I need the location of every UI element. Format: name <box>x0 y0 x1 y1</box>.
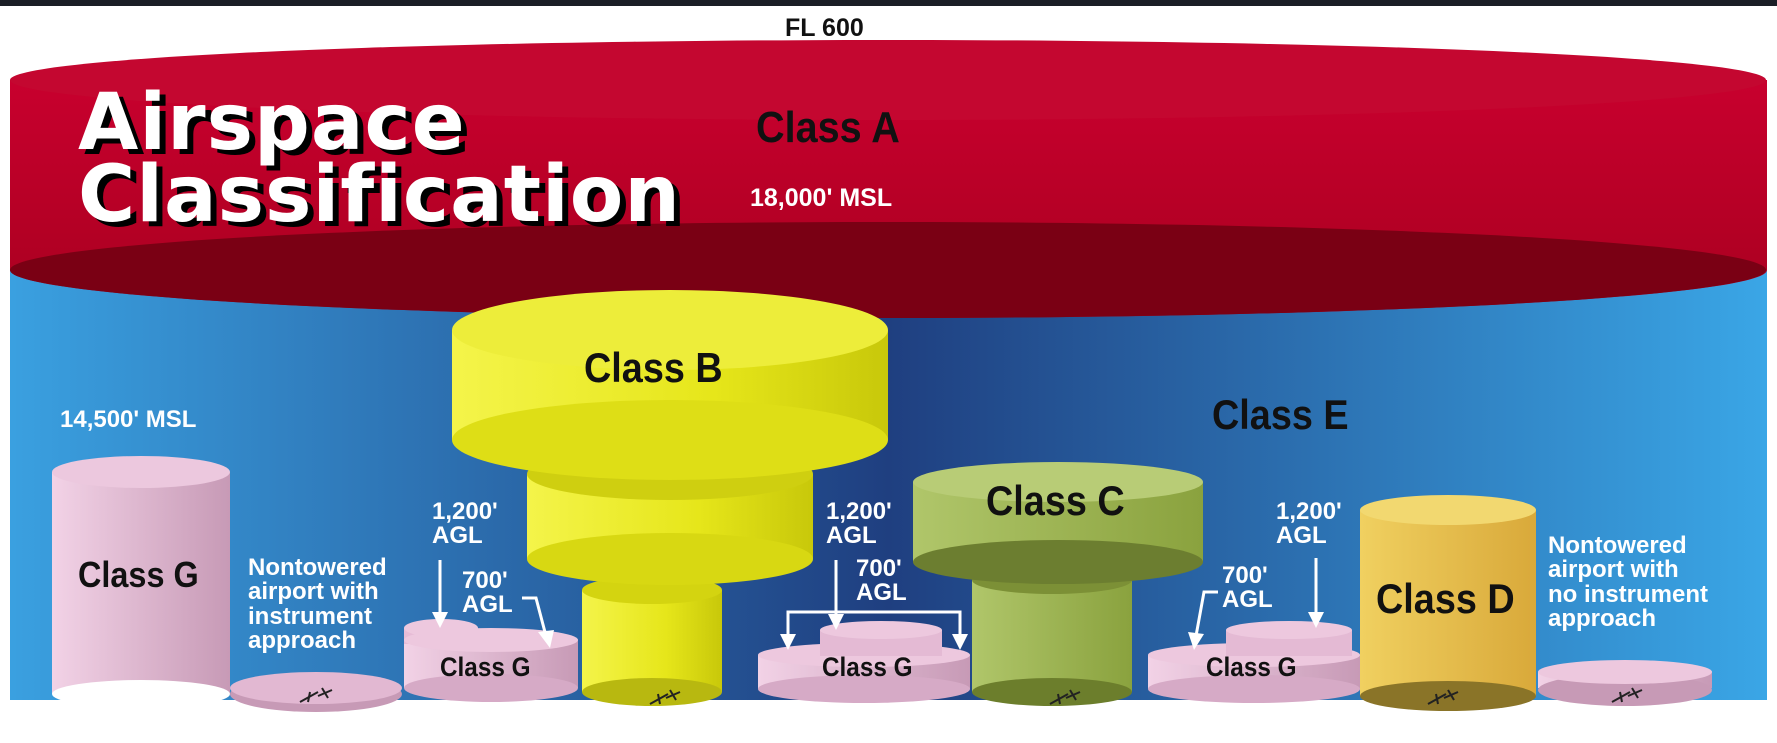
runway-icon <box>1049 689 1081 705</box>
class-b-label: Class B <box>584 344 723 391</box>
nontowered-with-approach-label: Nontowered airport with instrument appro… <box>248 554 387 655</box>
class-d-label: Class D <box>1376 575 1515 622</box>
arrow-icon <box>786 560 962 636</box>
class-b-structure <box>452 290 888 706</box>
arrow-icon <box>522 596 548 637</box>
class-g-tall-cylinder <box>52 456 230 708</box>
class-c-label: Class C <box>986 477 1125 524</box>
page-title: Airspace Classification <box>78 78 681 240</box>
agl-700-label: 700' AGL <box>856 555 907 607</box>
arrow-icon <box>780 634 796 650</box>
arrow-icon <box>1188 632 1204 650</box>
agl-1200-label: 1,200' AGL <box>432 498 498 550</box>
class-c-structure <box>913 462 1203 706</box>
runway-icon <box>1611 687 1643 703</box>
agl-700-label: 700' AGL <box>462 567 513 619</box>
agl-1200-label: 1,200' AGL <box>826 498 892 550</box>
top-border <box>0 0 1777 6</box>
class-a-floor-label: 18,000' MSL <box>750 184 893 212</box>
agl-1200-label: 1,200' AGL <box>1276 498 1342 550</box>
arrow-icon <box>538 630 554 648</box>
class-g-small-right <box>1148 621 1360 703</box>
class-g-small-left <box>404 619 578 702</box>
class-e-label: Class E <box>1212 391 1349 438</box>
arrow-icon <box>828 614 844 630</box>
class-a-disc <box>10 40 1767 319</box>
class-g-tall-label: Class G <box>78 554 199 595</box>
arrow-icon <box>432 612 448 628</box>
class-g-small-label: Class G <box>1206 652 1297 682</box>
class-g-small-middle <box>758 621 970 703</box>
runway-icon <box>299 687 333 703</box>
airport-disc-right <box>1538 660 1712 706</box>
fl600-label: FL 600 <box>785 14 864 42</box>
class-a-label: Class A <box>756 103 900 152</box>
arrow-icon <box>1194 558 1318 637</box>
arrow-icon <box>952 634 968 650</box>
runway-icon <box>1427 689 1459 705</box>
agl-700-label: 700' AGL <box>1222 562 1273 614</box>
class-g-small-label: Class G <box>440 652 531 682</box>
class-g-small-label: Class G <box>822 652 913 682</box>
runway-icon <box>649 689 681 705</box>
nontowered-no-approach-label: Nontowered airport with no instrument ap… <box>1548 532 1708 633</box>
arrow-icon <box>1308 612 1324 628</box>
class-g-tall-ceiling-label: 14,500' MSL <box>60 406 197 433</box>
